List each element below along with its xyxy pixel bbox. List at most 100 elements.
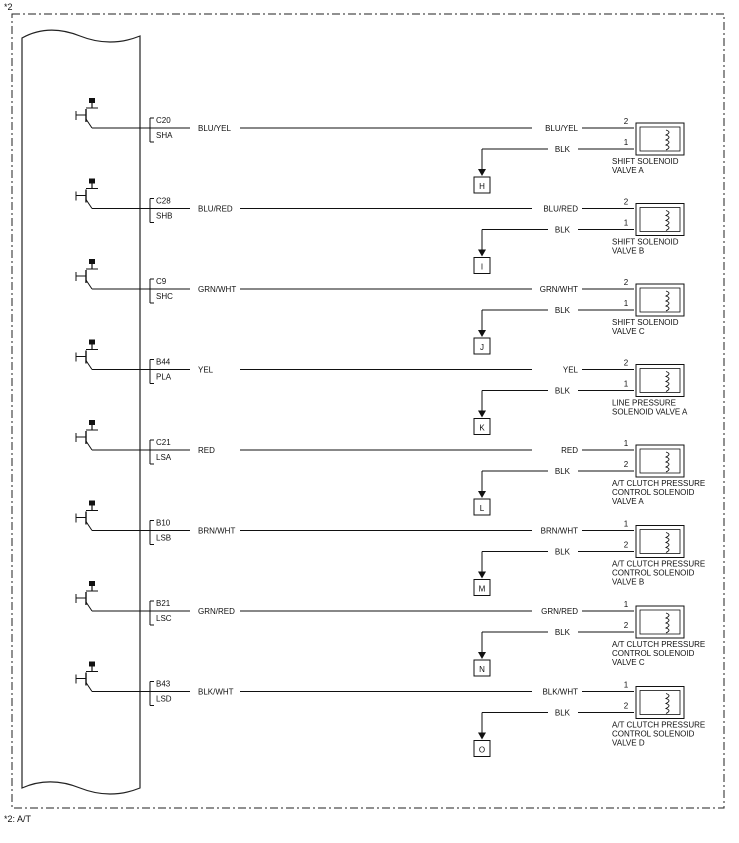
- transistor-emitter: [85, 279, 93, 290]
- wire-color-right: BLU/YEL: [545, 124, 578, 133]
- ground-reference-label: I: [481, 263, 483, 272]
- ground-wire-color: BLK: [555, 709, 571, 718]
- transistor-terminal: [89, 98, 95, 103]
- pin-number-top: 2: [624, 117, 629, 126]
- valve-name-line: CONTROL SOLENOID: [612, 488, 695, 497]
- ground-reference-box: [473, 176, 491, 194]
- ground-wire-color: BLK: [555, 306, 571, 315]
- ground-wire-color: BLK: [555, 628, 571, 637]
- connector-id: B10: [156, 519, 171, 528]
- wire-color-right: BLU/RED: [543, 205, 578, 214]
- solenoid-body: [635, 444, 685, 478]
- solenoid-body: [635, 122, 685, 156]
- ground-reference-box: [473, 418, 491, 435]
- wire-color-right: BLK/WHT: [542, 688, 578, 697]
- ground-arrow: [478, 249, 486, 257]
- terminal-name: SHA: [156, 131, 173, 140]
- valve-name-line: VALVE A: [612, 497, 644, 506]
- ground-reference-box: [473, 337, 491, 355]
- valve-name-line: SOLENOID VALVE A: [612, 408, 688, 417]
- ground-wire-color: BLK: [555, 387, 571, 396]
- ground-arrow: [478, 491, 486, 498]
- valve-name-line: SHIFT SOLENOID: [612, 157, 679, 166]
- transistor-terminal: [89, 339, 95, 345]
- valve-name-line: VALVE B: [612, 578, 644, 587]
- wire-color-left: RED: [198, 446, 215, 455]
- ground-reference-label: K: [479, 424, 485, 433]
- transistor-emitter: [85, 682, 93, 692]
- solenoid-body: [635, 203, 685, 236]
- terminal-name: LSC: [156, 614, 172, 623]
- coil-icon: [664, 371, 670, 392]
- ground-arrow: [478, 410, 486, 418]
- valve-name-line: CONTROL SOLENOID: [612, 730, 695, 739]
- wire-color-right: RED: [561, 446, 578, 455]
- terminal-name: LSD: [156, 695, 172, 704]
- pin-number-top: 1: [624, 439, 629, 448]
- ground-wire-color: BLK: [555, 145, 571, 154]
- connector-id: C20: [156, 116, 171, 125]
- connector-id: C9: [156, 277, 167, 286]
- connector-id: B44: [156, 358, 171, 367]
- transistor-emitter: [85, 118, 93, 129]
- solenoid-body: [635, 686, 685, 719]
- ground-reference-label: M: [479, 585, 486, 594]
- valve-name-line: VALVE A: [612, 166, 644, 175]
- valve-name-line: VALVE B: [612, 247, 644, 256]
- solenoid-inner: [639, 690, 681, 715]
- ground-arrow: [478, 732, 486, 740]
- wire-color-left: BLK/WHT: [198, 688, 234, 697]
- pin-number-top: 2: [624, 198, 629, 207]
- wire-color-left: BRN/WHT: [198, 527, 235, 536]
- connector-id: C28: [156, 197, 171, 206]
- pin-number-top: 1: [624, 681, 629, 690]
- solenoid-body: [635, 605, 685, 639]
- valve-name-line: A/T CLUTCH PRESSURE: [612, 721, 705, 730]
- ground-arrow: [478, 571, 486, 579]
- transistor-terminal: [89, 661, 95, 667]
- pin-number-bottom: 1: [624, 219, 629, 228]
- ground-wire-color: BLK: [555, 548, 571, 557]
- connector-id: C21: [156, 438, 171, 447]
- pin-number-bottom: 1: [624, 299, 629, 308]
- ground-reference-box: [473, 740, 491, 757]
- wire-color-left: GRN/WHT: [198, 285, 236, 294]
- valve-name-line: SHIFT SOLENOID: [612, 318, 679, 327]
- wire-color-right: GRN/WHT: [540, 285, 578, 294]
- diagram-frame: [11, 13, 725, 809]
- transistor-terminal: [89, 178, 95, 184]
- ground-reference-label: N: [479, 665, 485, 674]
- solenoid-inner: [639, 609, 681, 635]
- connector-id: B21: [156, 599, 171, 608]
- coil-icon: [664, 451, 670, 473]
- coil-icon: [664, 210, 670, 231]
- transistor-terminal: [89, 259, 95, 264]
- ground-arrow: [478, 169, 486, 176]
- pin-number-top: 1: [624, 520, 629, 529]
- ground-reference-label: H: [479, 182, 485, 191]
- valve-name-line: A/T CLUTCH PRESSURE: [612, 479, 705, 488]
- transistor-emitter: [85, 601, 93, 612]
- terminal-name: PLA: [156, 373, 172, 382]
- transistor-terminal: [89, 581, 95, 586]
- valve-name-line: A/T CLUTCH PRESSURE: [612, 640, 705, 649]
- coil-icon: [664, 129, 670, 151]
- transistor-terminal: [89, 420, 95, 425]
- solenoid-body: [635, 525, 685, 558]
- ground-reference-box: [473, 257, 491, 274]
- control-module-body: [21, 29, 141, 795]
- solenoid-inner: [639, 207, 681, 232]
- terminal-name: LSB: [156, 534, 171, 543]
- wire-color-left: BLU/YEL: [198, 124, 231, 133]
- coil-icon: [664, 532, 670, 553]
- solenoid-inner: [639, 368, 681, 393]
- ground-reference-label: O: [479, 746, 485, 755]
- pin-number-bottom: 1: [624, 138, 629, 147]
- ground-reference-box: [473, 659, 491, 677]
- pin-number-bottom: 1: [624, 380, 629, 389]
- wire-color-right: YEL: [563, 366, 579, 375]
